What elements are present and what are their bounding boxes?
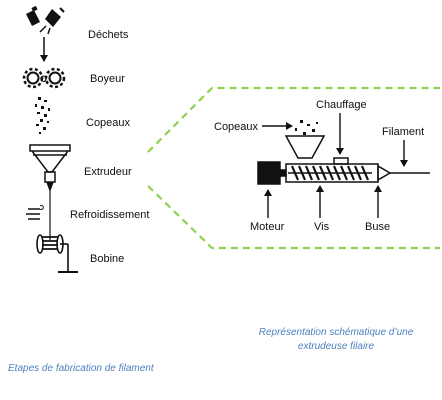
- label-copeaux: Copeaux: [86, 117, 131, 129]
- extruder-icon: [29, 144, 71, 193]
- schematic-chips-icon: [295, 120, 318, 135]
- label-buse: Buse: [365, 221, 390, 233]
- nozzle: [377, 164, 392, 182]
- label-chauffage: Chauffage: [316, 99, 367, 111]
- extruder-schematic: [257, 135, 430, 185]
- label-boyeur: Boyeur: [90, 73, 125, 85]
- caption-schematic: Représentation schématique d’une extrude…: [258, 327, 414, 352]
- label-moteur: Moteur: [250, 221, 285, 233]
- gears-icon: O: [22, 67, 66, 89]
- waste-icon: [26, 5, 65, 35]
- label-dechets: Déchets: [88, 29, 129, 41]
- label-bobine: Bobine: [90, 253, 124, 265]
- label-filament: Filament: [382, 126, 424, 138]
- hopper: [284, 135, 326, 159]
- heater: [333, 157, 349, 165]
- cooling-icon: [26, 205, 44, 220]
- svg-text:O: O: [40, 74, 47, 84]
- label-refroidissement: Refroidissement: [70, 209, 149, 221]
- label-schematic-copeaux: Copeaux: [214, 121, 259, 133]
- screw: [290, 165, 370, 181]
- motor: [257, 161, 281, 185]
- schematic-arrows: [262, 113, 408, 218]
- chips-icon: [35, 97, 50, 134]
- caption-process: Etapes de fabrication de filament: [8, 363, 154, 374]
- spool-icon: [36, 234, 78, 273]
- label-vis: Vis: [314, 221, 330, 233]
- zoom-callout: [147, 86, 440, 250]
- label-extrudeur: Extrudeur: [84, 166, 132, 178]
